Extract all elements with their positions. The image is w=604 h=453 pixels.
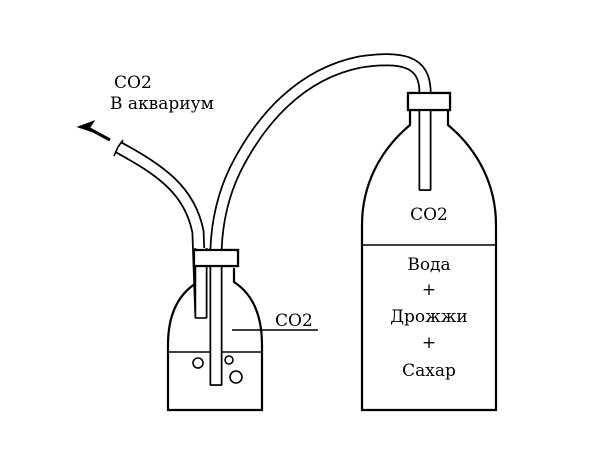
contents-yeast-label: Дрожжи <box>390 307 468 327</box>
bubbles <box>192 355 243 384</box>
outlet-tube <box>113 139 208 319</box>
outlet-arrow-icon <box>76 120 111 142</box>
connecting-tube <box>209 53 432 386</box>
contents-plus-2: + <box>422 333 436 353</box>
small-bottle-tubes <box>194 248 223 386</box>
contents-water-label: Вода <box>407 255 450 275</box>
contents-plus-1: + <box>422 280 436 300</box>
small-bottle-cap-front <box>192 248 240 268</box>
contents-sugar-label: Сахар <box>402 361 456 381</box>
large-bottle <box>360 110 498 412</box>
large-bottle-cap-front <box>406 91 452 112</box>
large-bottle-gas-label: CO2 <box>410 205 448 225</box>
outlet-gas-label: CO2 <box>114 73 152 93</box>
small-bottle-gas-label: CO2 <box>275 311 313 331</box>
outlet-destination-label: В аквариум <box>110 94 214 114</box>
